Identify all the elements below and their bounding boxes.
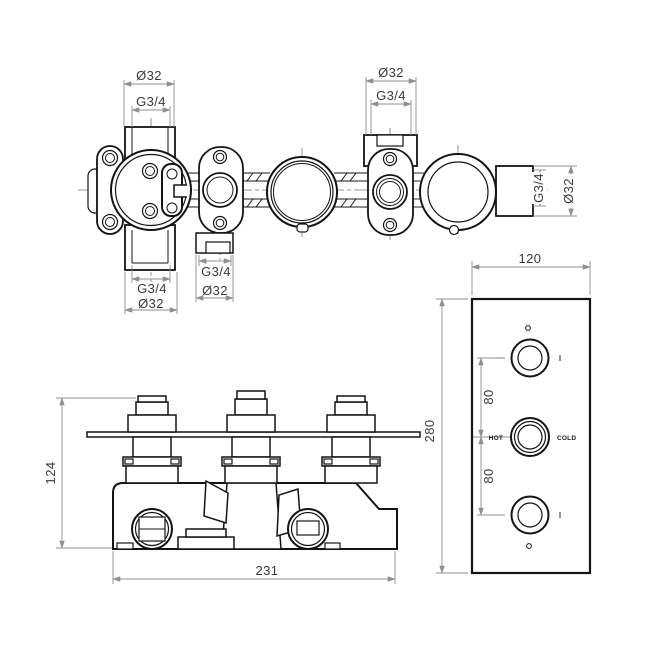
dim-plate-width: 120 [471, 251, 591, 295]
lever-left [203, 479, 229, 525]
dim-right-top-diameter-label: Ø32 [378, 65, 404, 80]
dim-left-top-thread-label: G3/4 [136, 94, 166, 109]
foot-right [324, 542, 341, 550]
knob-top [498, 325, 561, 378]
faceplate-view: HOT COLD 120 280 [422, 251, 592, 575]
front-view-valve-body: 124 231 [43, 390, 421, 584]
outlet-ring-circle [419, 153, 497, 236]
knob-bottom [510, 495, 561, 549]
cold-label: COLD [557, 435, 576, 442]
dim-plate-width-label: 120 [519, 251, 542, 266]
dim-mid-bottom-diameter-label: Ø32 [202, 283, 228, 298]
dim-outlet-thread-label: G3/4 [531, 173, 546, 203]
inlet-port-tube-bottom [124, 224, 176, 271]
flange-2-port-tube [195, 232, 234, 254]
flange-4 [367, 148, 414, 236]
dim-left-top-diameter-label: Ø32 [136, 68, 162, 83]
indicator-dot-top [525, 325, 531, 331]
main-valve-circle [110, 149, 192, 231]
hot-label: HOT [489, 435, 503, 442]
dim-outlet-right: G3/4 Ø32 [531, 165, 577, 217]
dim-front-width: 231 [112, 551, 396, 584]
outlet-end-block [495, 165, 534, 217]
dim-mid-bottom: G3/4 Ø32 [195, 255, 234, 302]
center-housing-circle [266, 156, 338, 233]
cartridge-tower-1 [122, 395, 182, 484]
foot-left [116, 542, 134, 550]
dim-left-top: Ø32 G3/4 [123, 68, 175, 127]
front-port-right [287, 508, 329, 550]
front-port-left [131, 508, 173, 550]
flange-2 [198, 146, 244, 234]
arm-3 [334, 172, 371, 208]
dim-outlet-diameter-label: Ø32 [561, 178, 576, 204]
dim-plate-height: 280 [422, 298, 468, 574]
cartridge-tower-3 [321, 395, 381, 484]
arm-2 [240, 172, 270, 208]
dim-knob-spacing-upper-label: 80 [481, 389, 496, 404]
cartridge-tower-2 [221, 390, 281, 484]
dim-knob-spacing-lower-label: 80 [481, 468, 496, 483]
middle-step-block [177, 528, 235, 550]
dim-plate-height-label: 280 [422, 420, 437, 443]
dim-right-top-thread-label: G3/4 [376, 88, 406, 103]
dim-mid-bottom-thread-label: G3/4 [201, 264, 231, 279]
dim-front-height: 124 [43, 397, 136, 549]
left-flange-screw-holes [101, 149, 119, 231]
dim-left-bottom: G3/4 Ø32 [124, 265, 178, 314]
dim-front-height-label: 124 [43, 462, 58, 485]
dim-left-bottom-diameter-label: Ø32 [138, 296, 164, 311]
indicator-dot-bottom [526, 543, 532, 549]
dim-left-bottom-thread-label: G3/4 [137, 281, 167, 296]
dim-front-width-label: 231 [256, 563, 279, 578]
dim-right-top: Ø32 G3/4 [365, 65, 417, 135]
top-view-valve-body: Ø32 G3/4 G3/4 Ø32 G3/4 Ø32 [78, 65, 577, 314]
dim-knob-spacing: 80 80 [477, 357, 505, 516]
knob-middle-thermostat: HOT COLD [473, 417, 576, 457]
